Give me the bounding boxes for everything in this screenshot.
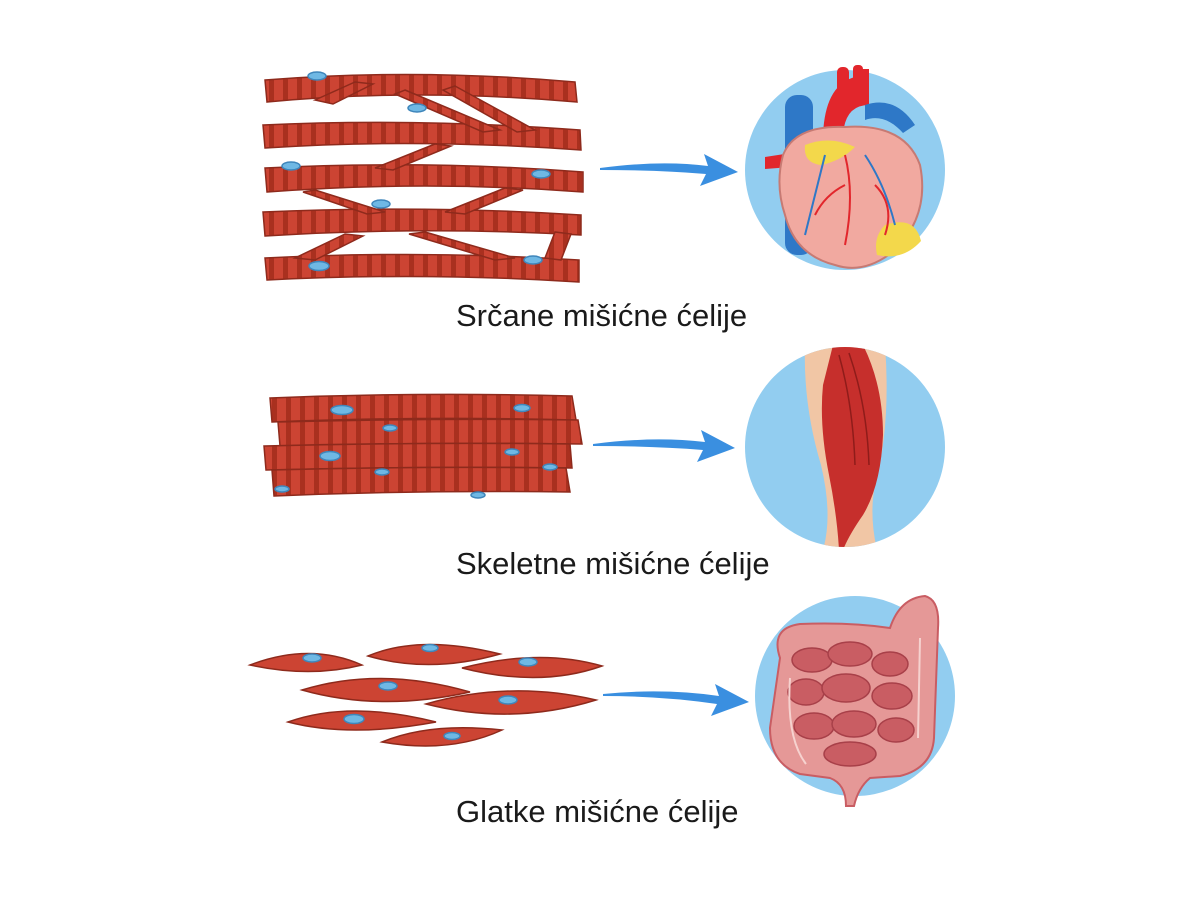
nucleus	[532, 170, 550, 178]
arrow-icon	[600, 152, 740, 188]
nucleus	[543, 464, 557, 470]
nucleus	[514, 405, 530, 412]
skeletal-label: Skeletne mišićne ćelije	[456, 548, 770, 579]
arrow-icon	[593, 428, 738, 464]
nucleus	[422, 645, 438, 652]
nucleus	[320, 452, 340, 461]
nucleus	[383, 425, 397, 431]
nucleus	[282, 162, 300, 170]
nucleus	[309, 262, 329, 271]
nucleus	[308, 72, 326, 80]
nucleus	[372, 200, 390, 208]
nucleus	[344, 715, 364, 724]
cardiac-label: Srčane mišićne ćelije	[456, 300, 747, 331]
nucleus	[505, 449, 519, 455]
nucleus	[375, 469, 389, 475]
intestine-icon	[750, 588, 955, 818]
heart-icon	[745, 65, 955, 280]
nucleus	[408, 104, 426, 112]
nucleus	[519, 658, 537, 666]
nucleus	[444, 733, 460, 740]
nucleus	[524, 256, 542, 264]
smooth-muscle-cells	[250, 630, 605, 760]
leg-muscle-icon	[743, 345, 948, 550]
nucleus	[275, 486, 289, 492]
smooth-label: Glatke mišićne ćelije	[456, 796, 739, 827]
skeletal-muscle-cells	[258, 390, 588, 505]
nucleus	[303, 654, 321, 662]
arrow-icon	[603, 680, 753, 716]
nucleus	[379, 682, 397, 690]
cardiac-muscle-cells	[255, 60, 595, 295]
nucleus	[499, 696, 517, 704]
nucleus	[331, 406, 353, 415]
nucleus	[471, 492, 485, 498]
